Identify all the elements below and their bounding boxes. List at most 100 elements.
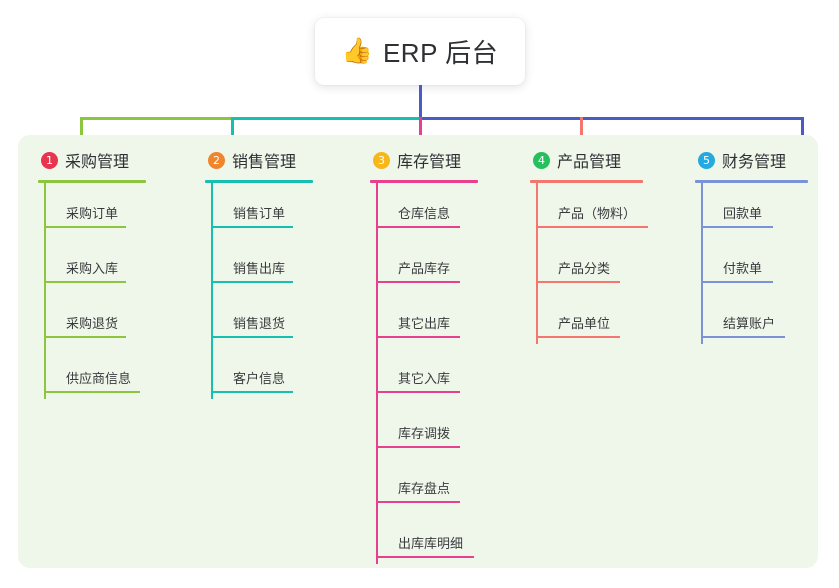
- branch-item[interactable]: 产品分类: [530, 238, 643, 293]
- branch-header-rule: [205, 180, 313, 183]
- branch-item-label: 产品（物料）: [558, 206, 637, 221]
- branch-item-rule: [44, 281, 126, 283]
- branch-item-list: 仓库信息产品库存其它出库其它入库库存调拨库存盘点出库库明细: [370, 183, 478, 568]
- branch-item-list: 销售订单销售出库销售退货客户信息: [205, 183, 313, 403]
- branch-item-label: 采购订单: [66, 206, 119, 221]
- branch-item-label: 结算账户: [723, 316, 776, 331]
- branch-number-badge: 1: [41, 151, 58, 169]
- branch-spine: [701, 183, 703, 344]
- branch-item-rule: [376, 556, 474, 558]
- branch-header-1[interactable]: 1 采购管理: [38, 147, 146, 173]
- branch-title: 销售管理: [232, 154, 297, 171]
- branch-item[interactable]: 供应商信息: [38, 348, 146, 403]
- connector-drop-3: [419, 117, 422, 147]
- branch-item[interactable]: 其它出库: [370, 293, 478, 348]
- branch-item[interactable]: 回款单: [695, 183, 808, 238]
- branch-header-4[interactable]: 4 产品管理: [530, 147, 643, 173]
- branch-item[interactable]: 付款单: [695, 238, 808, 293]
- root-node-card[interactable]: 👍 ERP 后台: [315, 18, 525, 85]
- connector-drop-4: [580, 117, 583, 147]
- branch-item[interactable]: 其它入库: [370, 348, 478, 403]
- branch-header-3[interactable]: 3 库存管理: [370, 147, 478, 173]
- branch-item-label: 回款单: [723, 206, 763, 221]
- branch-item-rule: [211, 336, 293, 338]
- branch-spine: [376, 183, 378, 564]
- branch-item-rule: [376, 336, 460, 338]
- branch-item-label: 出库库明细: [398, 536, 464, 551]
- branch-item-rule: [211, 226, 293, 228]
- connector-drop-2: [231, 117, 234, 147]
- branch-item[interactable]: 销售退货: [205, 293, 313, 348]
- branch-spine: [44, 183, 46, 399]
- branch-item-label: 其它入库: [398, 371, 451, 386]
- branch-item-rule: [701, 281, 773, 283]
- branch-item-rule: [701, 226, 773, 228]
- connector-root-stem: [419, 85, 422, 120]
- branch-item-rule: [376, 501, 460, 503]
- branch-item-list: 产品（物料） 产品分类产品单位: [530, 183, 648, 348]
- connector-blue-segment: [420, 117, 802, 120]
- branch-number-badge: 4: [533, 151, 550, 169]
- branch-item-label: 客户信息: [233, 371, 286, 386]
- branch-header-rule: [38, 180, 146, 183]
- branch-item-rule: [536, 226, 648, 228]
- branch-title: 采购管理: [65, 154, 130, 171]
- branch-item-label: 库存调拨: [398, 426, 451, 441]
- branch-item-rule: [44, 391, 140, 393]
- branch-item[interactable]: 结算账户: [695, 293, 808, 348]
- branch-item[interactable]: 库存盘点: [370, 458, 478, 513]
- branch-item-rule: [701, 336, 785, 338]
- branch-column-4: 4 产品管理产品（物料） 产品分类产品单位: [530, 147, 648, 348]
- branch-item-label: 产品分类: [558, 261, 611, 276]
- connector-teal-segment: [232, 117, 420, 120]
- branch-item-list: 采购订单采购入库采购退货供应商信息: [38, 183, 146, 403]
- branch-item-label: 其它出库: [398, 316, 451, 331]
- branch-header-2[interactable]: 2 销售管理: [205, 147, 313, 173]
- branch-item[interactable]: 销售出库: [205, 238, 313, 293]
- branch-column-2: 2 销售管理销售订单销售出库销售退货客户信息: [205, 147, 313, 403]
- branch-header-rule: [370, 180, 478, 183]
- branch-item-rule: [376, 226, 460, 228]
- branch-item[interactable]: 产品库存: [370, 238, 478, 293]
- thumbs-up-icon: 👍: [341, 37, 373, 65]
- connector-drop-5: [801, 117, 804, 147]
- branch-item-label: 供应商信息: [66, 371, 132, 386]
- branch-spine: [536, 183, 538, 344]
- branch-item-rule: [536, 336, 620, 338]
- branch-item-label: 库存盘点: [398, 481, 451, 496]
- branch-header-rule: [695, 180, 808, 183]
- branch-title: 产品管理: [557, 154, 622, 171]
- branch-item[interactable]: 采购入库: [38, 238, 146, 293]
- branch-number-badge: 3: [373, 151, 390, 169]
- branch-item-rule: [376, 391, 460, 393]
- branch-item-rule: [376, 281, 460, 283]
- root-node-title: ERP 后台: [382, 38, 499, 68]
- branch-item[interactable]: 库存调拨: [370, 403, 478, 458]
- branch-item-rule: [211, 391, 293, 393]
- connector-drop-1: [80, 117, 83, 147]
- branch-spine: [211, 183, 213, 399]
- branch-item-label: 销售退货: [233, 316, 286, 331]
- branch-number-badge: 2: [208, 151, 225, 169]
- branch-item[interactable]: 销售订单: [205, 183, 313, 238]
- branch-item[interactable]: 仓库信息: [370, 183, 478, 238]
- branch-number-badge: 5: [698, 151, 715, 169]
- branch-header-rule: [530, 180, 643, 183]
- branch-item[interactable]: 采购订单: [38, 183, 146, 238]
- branch-item[interactable]: 出库库明细: [370, 513, 478, 568]
- branch-item-label: 采购退货: [66, 316, 119, 331]
- branch-item-list: 回款单付款单结算账户: [695, 183, 808, 348]
- branch-item[interactable]: 客户信息: [205, 348, 313, 403]
- branch-title: 库存管理: [397, 154, 462, 171]
- branch-item-label: 产品库存: [398, 261, 451, 276]
- branch-item[interactable]: 产品单位: [530, 293, 643, 348]
- branch-item-label: 采购入库: [66, 261, 119, 276]
- branch-item-label: 付款单: [723, 261, 763, 276]
- branch-item-rule: [376, 446, 460, 448]
- branch-item[interactable]: 采购退货: [38, 293, 146, 348]
- branch-item[interactable]: 产品（物料）: [530, 183, 648, 238]
- branch-item-rule: [44, 336, 126, 338]
